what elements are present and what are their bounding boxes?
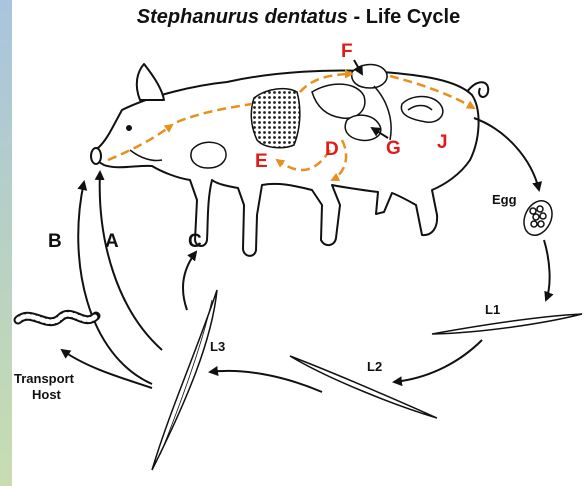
lung (191, 142, 226, 168)
pig-eye (127, 126, 131, 130)
arrow-pig-to-egg (474, 118, 539, 190)
arrow-l2-to-l3 (210, 371, 322, 392)
pig-snout (91, 148, 101, 164)
earthworm-icon (18, 314, 96, 321)
liver (251, 89, 300, 148)
label-j: J (437, 132, 448, 153)
label-g: G (386, 138, 401, 159)
label-route-c: C (188, 231, 202, 252)
label-l2: L2 (367, 359, 382, 374)
label-route-a: A (105, 231, 119, 252)
arrow-egg-to-l1 (544, 240, 550, 300)
egg-illustration (519, 196, 558, 240)
label-l1: L1 (485, 302, 500, 317)
arrow-l3-to-transport-host (62, 350, 152, 388)
arrow-l1-to-l2 (394, 340, 482, 382)
kidney (352, 65, 387, 89)
label-e: E (255, 151, 268, 172)
pig-ear (137, 64, 164, 100)
label-transport-host-line2: Host (32, 387, 62, 402)
l1-larva (432, 314, 582, 334)
label-l3: L3 (210, 339, 225, 354)
label-transport-host-line1: Transport (14, 371, 75, 386)
life-cycle-diagram: F E D G J Egg L1 L2 L3 (12, 0, 585, 486)
label-f: F (341, 41, 353, 62)
label-egg: Egg (492, 192, 517, 207)
arrow-route-b (78, 182, 152, 384)
l3-larva (152, 290, 217, 470)
label-d: D (325, 139, 339, 160)
arrow-route-c (183, 252, 196, 310)
arrow-route-a (100, 172, 162, 350)
diagram-frame: Stephanurus dentatus - Life Cycle (12, 0, 585, 486)
left-decorative-band (0, 0, 12, 486)
label-route-b: B (48, 231, 62, 252)
